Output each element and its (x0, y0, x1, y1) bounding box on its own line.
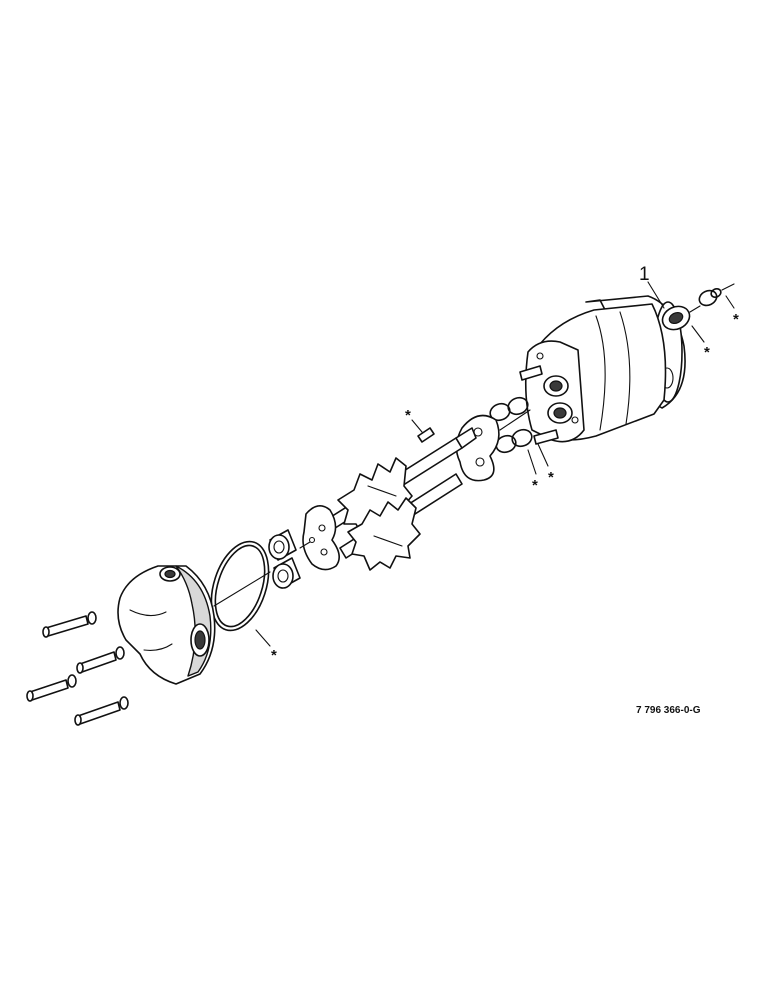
bushings (268, 529, 301, 589)
callout-item-number: 1 (639, 264, 650, 285)
callout-asterisk: * (405, 407, 411, 424)
callout-asterisk: * (532, 477, 538, 494)
callout-asterisk: * (271, 647, 277, 664)
shaft-key (417, 427, 435, 443)
front-wear-plate (302, 505, 340, 571)
cap-screw (42, 611, 97, 638)
cap-screw (26, 674, 77, 702)
callout-asterisk: * (704, 344, 710, 361)
shaft-seal-part-1 (661, 305, 691, 331)
leader-lines (255, 281, 735, 647)
callout-asterisk: * (733, 311, 739, 328)
cap-screw (76, 646, 125, 674)
cap-screws (26, 611, 129, 726)
drawing-number: 7 796 366-0-G (636, 705, 701, 716)
pump-housing (519, 295, 686, 445)
cap-screw (74, 696, 129, 726)
callout-asterisk: * (548, 469, 554, 486)
assembly-centerline (213, 305, 701, 607)
port-end-cover (117, 565, 216, 685)
body-o-ring (210, 540, 270, 632)
idler-gear-shaft (339, 473, 463, 571)
retaining-ring (698, 288, 722, 307)
